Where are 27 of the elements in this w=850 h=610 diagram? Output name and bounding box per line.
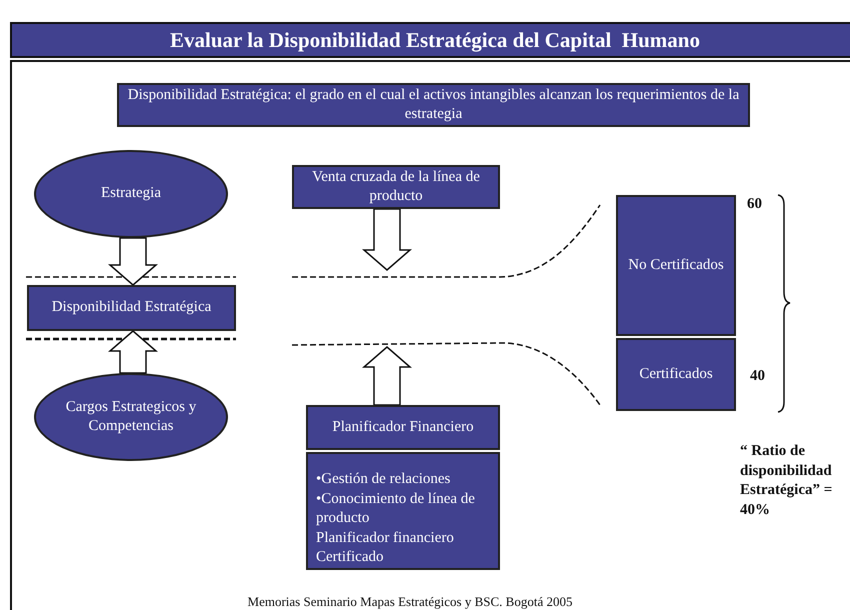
node-text: Venta cruzada de la línea de producto [311, 168, 481, 206]
node-text: No Certificados [628, 256, 724, 275]
node-text: Cargos Estrategicos y Competencias [64, 398, 198, 436]
bar-segment [616, 195, 736, 336]
caption: Memorias Seminario Mapas Estratégicos y BSC. Bogotá 2005 [246, 594, 574, 610]
block-arrow [108, 330, 158, 374]
ratio-note: “ Ratio de disponibilidad Estratégica” = 40% [740, 442, 834, 520]
node-text: •Gestión de relaciones [316, 470, 450, 489]
value-label: 40 [750, 368, 765, 385]
bar-segment [616, 338, 736, 411]
node-text: Certificados [639, 364, 713, 384]
node-text: Estrategia [101, 184, 161, 204]
node-text: Planificador Financiero [332, 418, 474, 437]
process-box [292, 165, 500, 209]
value-label: 60 [747, 196, 762, 213]
node-text: •Conocimiento de línea de producto [316, 490, 476, 528]
node-text: Planificador financiero Certificado [316, 528, 455, 567]
bullet-box [306, 452, 500, 570]
process-box [27, 285, 236, 331]
node-text: Disponibilidad Estratégica: el grado en el cual el activos intangibles alcanzan los requerimientos de la estrategia [126, 86, 740, 124]
definition-box [117, 83, 750, 127]
process-box [306, 405, 500, 450]
title: Evaluar la Disponibilidad Estratégica del Capital Humano [170, 28, 700, 52]
block-arrow [108, 237, 158, 286]
node-text: Disponibilidad Estratégica [52, 298, 212, 318]
block-arrow [362, 208, 412, 271]
block-arrow [362, 346, 412, 406]
